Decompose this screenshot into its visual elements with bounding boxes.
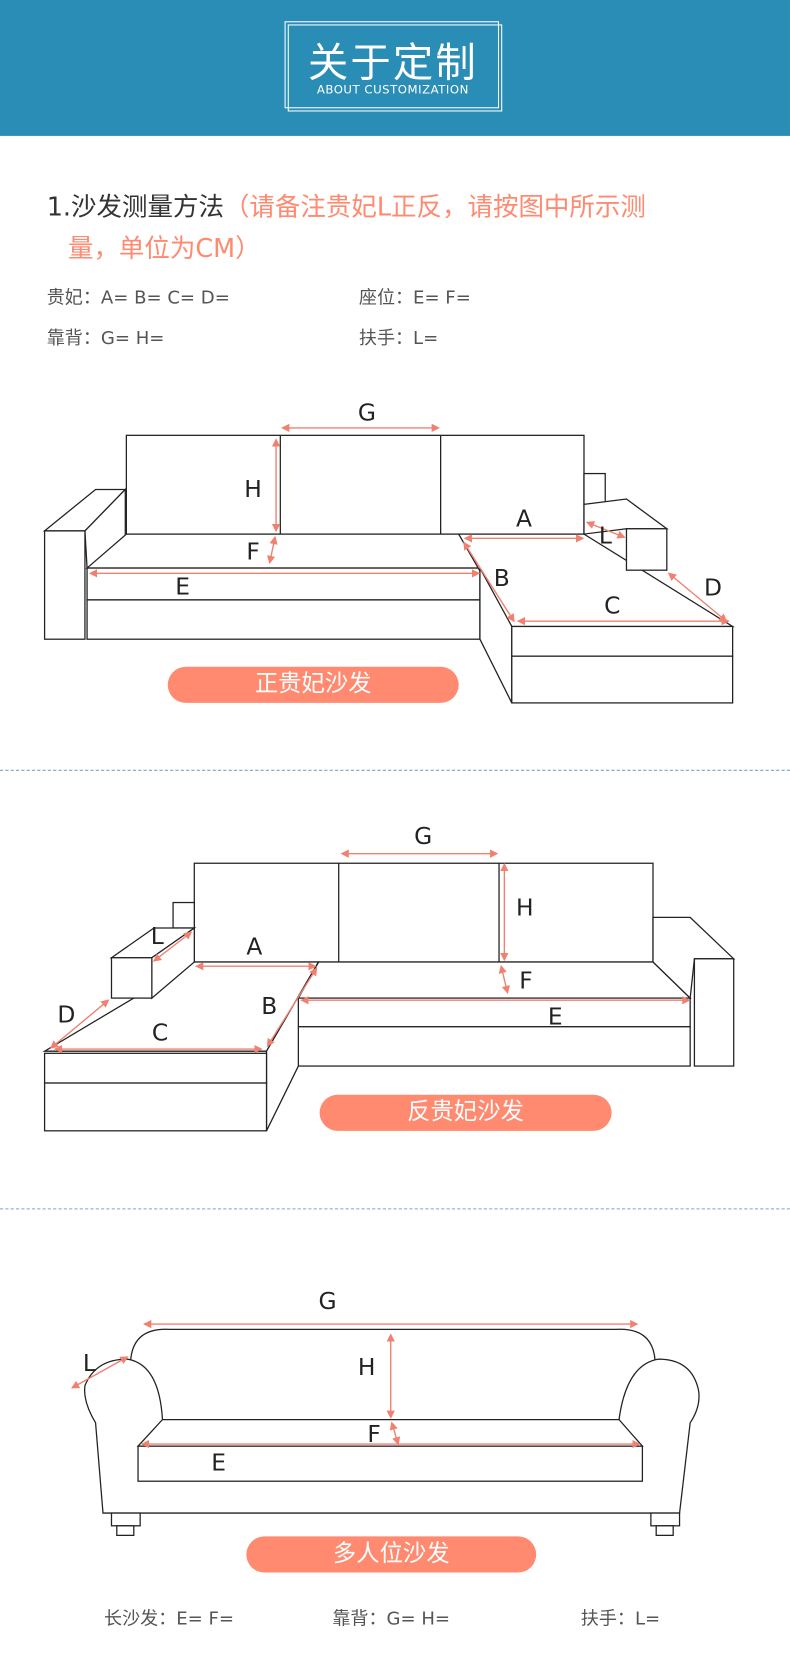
dimension-labels-2: G H F E A B L C D: [57, 822, 562, 1046]
spec-seat: 座位：E= F=: [358, 287, 471, 309]
label-b: B: [261, 992, 277, 1020]
heading-note-line2: 量，单位为CM）: [67, 233, 261, 264]
heading-note: （请备注贵妃L正反，请按图中所示测: [223, 192, 646, 222]
spec-back: 靠背：G= H=: [46, 328, 165, 350]
label-multi-seat: 多人位沙发: [246, 1536, 537, 1573]
label-a: A: [516, 505, 532, 533]
label-left-chaise: 反贵妃沙发: [319, 1094, 612, 1131]
label-f: F: [519, 967, 532, 995]
label-c: C: [604, 592, 620, 620]
label-l: L: [83, 1349, 96, 1377]
label-g: G: [414, 822, 432, 850]
label-f: F: [367, 1420, 380, 1448]
spec-chaise: 贵妃：A= B= C= D=: [46, 287, 230, 309]
label-d: D: [704, 574, 722, 602]
divider: [0, 1208, 790, 1210]
dimension-labels-3: G H F E L: [83, 1287, 381, 1476]
dimension-arrows: [49, 423, 730, 1449]
footer-spec-sofa: 长沙发：E= F=: [104, 1608, 235, 1630]
label-h: H: [358, 1353, 376, 1381]
label-h: H: [516, 893, 534, 921]
label-h: H: [244, 475, 262, 503]
label-right-chaise: 正贵妃沙发: [167, 666, 459, 703]
page-title: 关于定制: [307, 39, 478, 87]
label-e: E: [211, 1449, 226, 1477]
diagram-right-chaise: [42, 434, 735, 704]
label-g: G: [358, 398, 376, 426]
label-l: L: [151, 922, 164, 950]
section-heading: 1.沙发测量方法（请备注贵妃L正反，请按图中所示测: [47, 186, 646, 223]
label-e: E: [175, 573, 190, 601]
label-l: L: [599, 522, 612, 550]
diagram-multi-seat: [84, 1328, 700, 1536]
dimension-labels-1: G H F E A B L C D: [175, 398, 722, 619]
label-b: B: [494, 564, 510, 592]
title-frame-outer: [284, 21, 500, 109]
footer-spec-back: 靠背：G= H=: [332, 1608, 451, 1630]
diagram-left-chaise: [42, 862, 736, 1132]
title-frame-inner: [287, 24, 503, 112]
label-a: A: [246, 933, 262, 961]
page-subtitle: ABOUT CUSTOMIZATION: [316, 82, 469, 97]
header-banner: [0, 0, 790, 136]
footer-spec-arm: 扶手：L=: [580, 1608, 661, 1630]
label-c: C: [152, 1019, 168, 1047]
heading-text: 1.沙发测量方法: [46, 192, 224, 222]
label-d: D: [57, 1001, 75, 1029]
spec-arm: 扶手：L=: [358, 328, 439, 350]
label-f: F: [246, 538, 259, 566]
label-g: G: [319, 1287, 337, 1315]
label-e: E: [548, 1003, 563, 1031]
divider: [0, 769, 790, 771]
